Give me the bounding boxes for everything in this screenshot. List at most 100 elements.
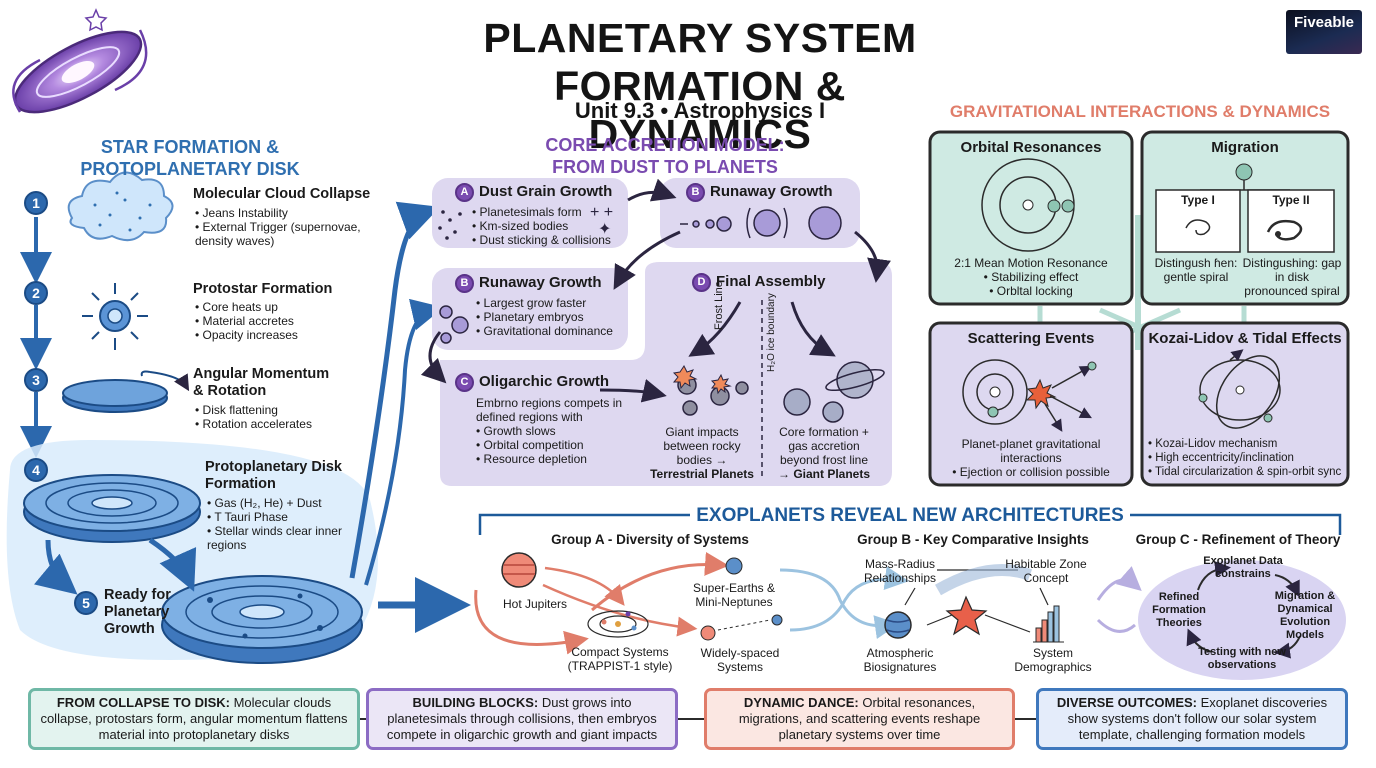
bullet: Gas (H₂, He) + Dust bbox=[207, 496, 347, 510]
bullet: Dust sticking & collisions bbox=[472, 233, 622, 247]
resonances-line: 2:1 Mean Motion Resonance bbox=[954, 256, 1108, 270]
summary-box-2: BUILDING BLOCKS: Dust grows into planete… bbox=[366, 688, 678, 750]
type-1-label: Type I bbox=[1181, 193, 1215, 207]
stage-c-badge: C bbox=[455, 372, 474, 392]
resonances-title: Orbital Resonances bbox=[960, 139, 1102, 156]
habitable-zone-label: Habitable Zone Concept bbox=[1005, 557, 1087, 585]
stage-c-label: Oligarchic Growth bbox=[479, 373, 610, 390]
step-3-bullets: Disk flattening Rotation accelerates bbox=[195, 403, 375, 431]
frost-line-text: Frost Line bbox=[713, 281, 725, 330]
refined-theories-node: Refined Formation Theories bbox=[1152, 591, 1206, 629]
summary-text: Molecular clouds collapse, protostars fo… bbox=[40, 695, 348, 742]
bullet: Opacity increases bbox=[195, 328, 375, 342]
stage-a-label: Dust Grain Growth bbox=[479, 183, 613, 200]
summary-label: FROM COLLAPSE TO DISK: bbox=[56, 695, 230, 710]
step-2-number: 2 bbox=[24, 281, 48, 305]
bullet: Kozai-Lidov mechanism bbox=[1148, 437, 1346, 451]
summary-label: DIVERSE OUTCOMES: bbox=[1056, 695, 1198, 710]
giant-planets-label: → Giant Planets bbox=[777, 467, 871, 481]
super-earths-label: Super-Earths & Mini-Neptunes bbox=[692, 581, 776, 609]
title-line-2: FORMATION & DYNAMICS bbox=[554, 63, 846, 157]
bullet: Core heats up bbox=[195, 300, 375, 314]
bullet: Disk flattening bbox=[195, 403, 375, 417]
bullet: Tidal circularization & spin-orbit sync bbox=[1148, 465, 1346, 479]
bullet: • Stabilizing effect bbox=[983, 270, 1079, 284]
bullet: External Trigger (supernovae, density wa… bbox=[195, 220, 375, 248]
hot-jupiters-label: Hot Jupiters bbox=[502, 597, 568, 611]
bullet: Rotation accelerates bbox=[195, 417, 375, 431]
summary-text: Dust grows into planetesimals through co… bbox=[386, 695, 658, 742]
step-1-bullets: Jeans Instability External Trigger (supe… bbox=[195, 206, 375, 248]
stage-a-title: A Dust Grain Growth bbox=[455, 182, 612, 202]
terrestrial-planets-label: Terrestrial Planets bbox=[650, 467, 754, 481]
migration-models-node: Migration & Dynamical Evolution Models bbox=[1274, 590, 1336, 641]
bullet-text: Orbltal locking bbox=[996, 284, 1073, 298]
type-2-desc: Distingushing: gap in disk pronounced sp… bbox=[1242, 256, 1342, 298]
scattering-text: Planet-planet gravitational interactions… bbox=[935, 437, 1127, 479]
galaxy-illustration bbox=[12, 8, 148, 114]
star-formation-heading: STAR FORMATION & PROTOPLANETARY DISK bbox=[80, 137, 300, 179]
fiveable-logo: Fiveable bbox=[1286, 10, 1362, 54]
stage-d-title: D Final Assembly bbox=[692, 272, 825, 292]
summary-label: BUILDING BLOCKS: bbox=[412, 695, 539, 710]
kozai-title: Kozai-Lidov & Tidal Effects bbox=[1148, 330, 1342, 347]
bullet: Jeans Instability bbox=[195, 206, 375, 220]
group-a-title: Group A - Diversity of Systems bbox=[551, 532, 749, 547]
page-title: PLANETARY SYSTEM FORMATION & DYNAMICS bbox=[440, 14, 960, 158]
atmospheric-label: Atmospheric Biosignatures bbox=[863, 646, 937, 674]
bullet: Planetesimals form bbox=[472, 205, 622, 219]
title-line-1: PLANETARY SYSTEM bbox=[483, 15, 917, 61]
step-1-title: Molecular Cloud Collapse bbox=[193, 186, 371, 202]
stage-d-label: Final Assembly bbox=[716, 273, 826, 290]
frost-line-label: Frost Line bbox=[712, 250, 726, 330]
giant-desc: Core formation + gas accretion beyond fr… bbox=[770, 425, 878, 481]
dynamics-heading: GRAVITATIONAL INTERACTIONS & DYNAMICS bbox=[949, 102, 1331, 121]
stage-b-badge: B bbox=[455, 273, 474, 293]
mass-radius-label: Mass-Radius Relationships bbox=[863, 557, 937, 585]
summary-label: DYNAMIC DANCE: bbox=[743, 695, 859, 710]
step-5-title: Ready for Planetary Growth bbox=[104, 587, 171, 637]
step-2-bullets: Core heats up Material accretes Opacity … bbox=[195, 300, 375, 342]
bullet: Resource depletion bbox=[476, 452, 626, 466]
bullet: Orbital competition bbox=[476, 438, 626, 452]
step-2-title: Protostar Formation bbox=[193, 281, 333, 297]
bullet: • Orbltal locking bbox=[989, 284, 1073, 298]
scattering-title: Scattering Events bbox=[967, 330, 1095, 347]
step-3-title: Angular Momentum & Rotation bbox=[193, 366, 330, 399]
bullet: Planetary embryos bbox=[476, 310, 626, 324]
stage-c-title: C Oligarchic Growth bbox=[455, 372, 609, 392]
bullet: Growth slows bbox=[476, 424, 626, 438]
summary-box-1: FROM COLLAPSE TO DISK: Molecular clouds … bbox=[28, 688, 360, 750]
stage-a-bullets: Planetesimals form Km-sized bodies Dust … bbox=[472, 205, 622, 247]
migration-title: Migration bbox=[1211, 139, 1279, 156]
bullet: Largest grow faster bbox=[476, 296, 626, 310]
stage-a-badge: A bbox=[455, 182, 474, 202]
stage-b-top-label: Runaway Growth bbox=[710, 183, 833, 200]
summary-box-3: DYNAMIC DANCE: Orbital resonances, migra… bbox=[704, 688, 1015, 750]
bullet: High eccentricity/inclination bbox=[1148, 451, 1346, 465]
bullet: T Tauri Phase bbox=[207, 510, 347, 524]
step-4-bullets: Gas (H₂, He) + Dust T Tauri Phase Stella… bbox=[207, 496, 347, 552]
page-subtitle: Unit 9.3 • Astrophysics I bbox=[574, 98, 826, 123]
bullet-text: Ejection or collision possible bbox=[959, 465, 1110, 479]
stage-b-label: Runaway Growth bbox=[479, 274, 602, 291]
terrestrial-desc: Giant impacts between rocky bodies → Ter… bbox=[648, 425, 756, 481]
compact-subtitle: (TRAPPIST-1 style) bbox=[567, 659, 673, 673]
group-c-title: Group C - Refinement of Theory bbox=[1135, 532, 1341, 547]
bullet: Km-sized bodies bbox=[472, 219, 622, 233]
stage-c-intro: Embrno regions compets in defined region… bbox=[476, 396, 623, 424]
bullet: Material accretes bbox=[195, 314, 375, 328]
testing-node: Testing with new observations bbox=[1198, 646, 1286, 671]
step-3-number: 3 bbox=[24, 368, 48, 392]
terrestrial-text: Giant impacts between rocky bodies → bbox=[663, 425, 741, 467]
exoplanets-heading: EXOPLANETS REVEAL NEW ARCHITECTURES bbox=[690, 505, 1130, 527]
heading-line-1: CORE ACCRETION MODEL: bbox=[545, 135, 785, 155]
stage-b-top-title: B Runaway Growth bbox=[686, 182, 833, 202]
giant-text: Core formation + gas accretion beyond fr… bbox=[779, 425, 869, 467]
stage-d-badge: D bbox=[692, 272, 711, 292]
summary-text: Orbital resonances, migrations, and scat… bbox=[738, 695, 981, 742]
stage-b-title: B Runaway Growth bbox=[455, 273, 602, 293]
stage-c-bullets: Growth slows Orbital competition Resourc… bbox=[476, 424, 626, 466]
step-4-title: Protoplanetary Disk Formation bbox=[205, 459, 342, 492]
stage-b-top-badge: B bbox=[686, 182, 705, 202]
